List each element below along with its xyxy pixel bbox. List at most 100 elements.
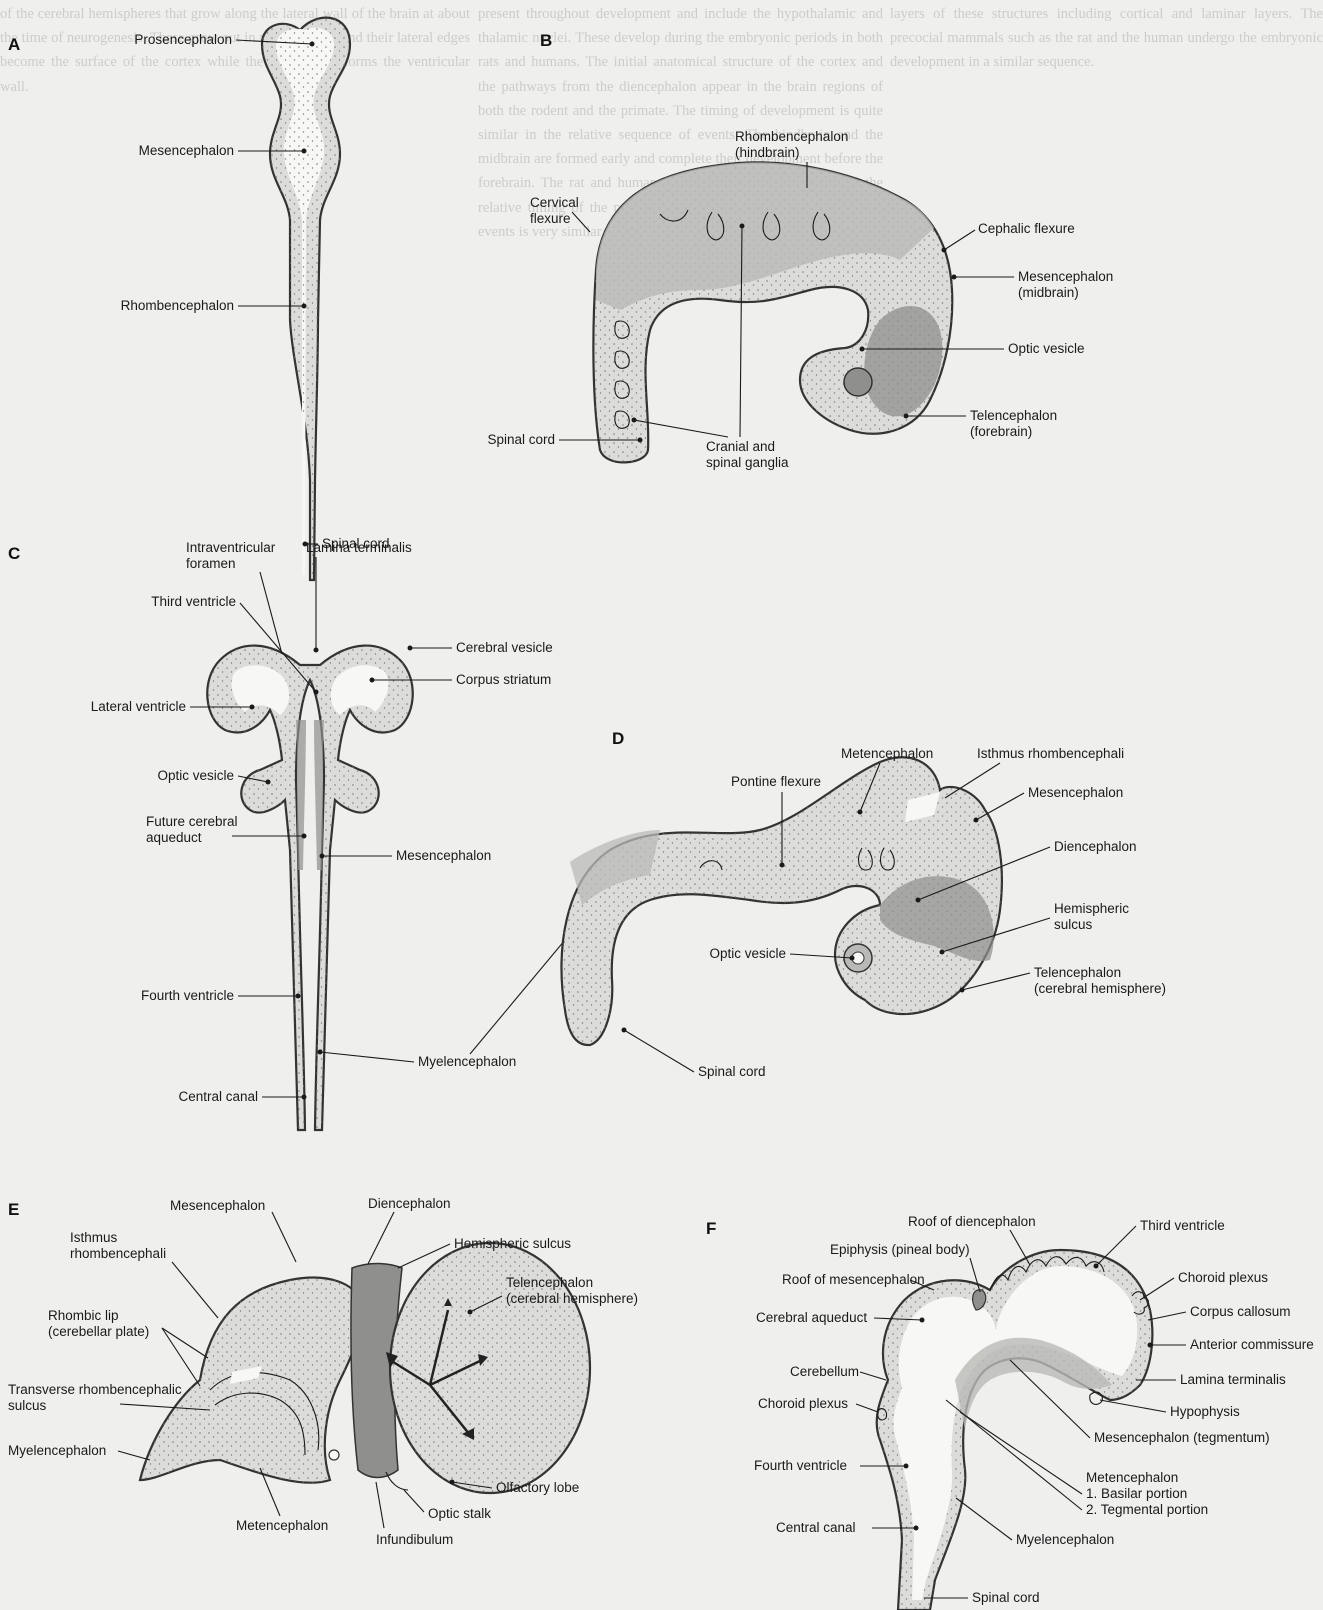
label-sulcus: sulcus [1054,917,1093,932]
label-hindbrain: (hindbrain) [735,145,800,160]
label-spinal-cord: Spinal cord [698,1064,766,1079]
label-diencephalon: Diencephalon [368,1196,451,1211]
leader-line [944,230,975,250]
label-roof-of-mesencephalon: Roof of mesencephalon [782,1272,925,1287]
leader-line [118,1451,150,1460]
leader-line [1140,1278,1174,1300]
label-cerebral-hemisphere: (cerebral hemisphere) [506,1291,638,1306]
leader-line [956,1498,1012,1540]
leader-line [1148,1312,1186,1320]
label-diencephalon: Diencephalon [1054,839,1137,854]
label-cervical: Cervical [530,195,579,210]
label-telencephalon: Telencephalon [970,408,1057,423]
leader-line [1010,1230,1030,1265]
label-choroid-plexus-bottom: Choroid plexus [758,1396,848,1411]
label-flexure: flexure [530,211,571,226]
label-aqueduct: aqueduct [146,830,202,845]
optic-vesicle [844,368,872,396]
label-spinal-cord: Spinal cord [972,1590,1040,1605]
label-rhombencephalon: Rhombencephalon [121,298,234,313]
label-epiphysis: Epiphysis (pineal body) [830,1242,970,1257]
leader-dot [960,988,965,993]
label-isthmus: Isthmus [70,1230,118,1245]
leader-line [960,1412,1082,1494]
leader-line [172,1262,218,1318]
leader-dot [860,347,865,352]
label-rhombencephalon: Rhombencephalon [735,129,848,144]
label-lateral-ventricle: Lateral ventricle [91,699,186,714]
label-cerebral-vesicle: Cerebral vesicle [456,640,553,655]
leader-dot [320,854,325,859]
leader-dot [314,690,319,695]
label-optic-vesicle: Optic vesicle [1008,341,1085,356]
leader-dot [632,418,637,423]
label-telencephalon: Telencephalon [506,1275,593,1290]
label-roof-of-diencephalon: Roof of diencephalon [908,1214,1036,1229]
leader-dot [920,1318,925,1323]
label-hemispheric: Hemispheric [1054,901,1129,916]
leader-dot [740,224,745,229]
plate-letter: F [706,1219,716,1238]
leader-line [945,763,1000,798]
label-choroid-plexus-top: Choroid plexus [1178,1270,1268,1285]
leader-dot [622,1028,627,1033]
label-fourth-ventricle: Fourth ventricle [141,988,234,1003]
leader-dot [266,780,271,785]
leader-dot [904,1464,909,1469]
leader-dot [468,1310,473,1315]
label-myelencephalon: Myelencephalon [418,1054,516,1069]
label-corpus-striatum: Corpus striatum [456,672,551,687]
leader-dot [408,646,413,651]
leader-dot [858,810,863,815]
label-rhombencephali: rhombencephali [70,1246,166,1261]
label-cerebellar-plate: (cerebellar plate) [48,1324,149,1339]
label-foramen: foramen [186,556,236,571]
label-isthmus-rhombencephali: Isthmus rhombencephali [977,746,1124,761]
label-central-canal: Central canal [776,1520,856,1535]
label-hypophysis: Hypophysis [1170,1404,1240,1419]
left-wall-dark [296,720,306,870]
label-optic-stalk: Optic stalk [428,1506,491,1521]
label-infundibulum: Infundibulum [376,1532,453,1547]
label-metencephalon: Metencephalon [841,746,933,761]
label-central-canal: Central canal [178,1089,258,1104]
label-lamina-terminalis: Lamina terminalis [306,540,412,555]
leader-line [856,1404,878,1412]
leader-dot [780,863,785,868]
label-anterior-commissure: Anterior commissure [1190,1337,1314,1352]
label-hemispheric-sulcus: Hemispheric sulcus [454,1236,571,1251]
label-mesencephalon: Mesencephalon [396,848,491,863]
plate-f: F Roof of diencephalon Third ventricle E… [706,1214,1314,1610]
plate-letter: C [8,544,20,563]
leader-dot [638,438,643,443]
label-mesencephalon-tegmentum: Mesencephalon (tegmentum) [1094,1430,1270,1445]
leader-line [376,1482,384,1528]
label-spinal-ganglia: spinal ganglia [706,455,789,470]
plate-letter: A [8,35,20,54]
leader-line [260,572,282,654]
label-intraventricular: Intraventricular [186,540,276,555]
leader-line [272,1212,296,1262]
leader-dot [850,956,855,961]
leader-dot [296,994,301,999]
leader-line [1100,1400,1166,1412]
stipple-texture [140,1278,361,1483]
label-myelencephalon: Myelencephalon [8,1443,106,1458]
hypophysis-shape [1090,1392,1103,1404]
label-forebrain: (forebrain) [970,424,1032,439]
label-lamina-terminalis: Lamina terminalis [1180,1372,1286,1387]
label-cranial-and: Cranial and [706,439,775,454]
leader-dot [904,414,909,419]
label-transverse-rhombencephalic: Transverse rhombencephalic [8,1382,182,1397]
leader-line [162,1328,200,1386]
label-mesencephalon: Mesencephalon [1018,269,1113,284]
label-tegmental-portion: 2. Tegmental portion [1086,1502,1208,1517]
leader-dot [916,898,921,903]
label-future-cerebral: Future cerebral [146,814,238,829]
label-fourth-ventricle: Fourth ventricle [754,1458,847,1473]
plate-a: A Prosencephalon Mesencephalon Rhombence… [8,18,390,580]
right-wall-dark [314,720,324,870]
label-metencephalon: Metencephalon [1086,1470,1178,1485]
leader-dot [450,1480,455,1485]
